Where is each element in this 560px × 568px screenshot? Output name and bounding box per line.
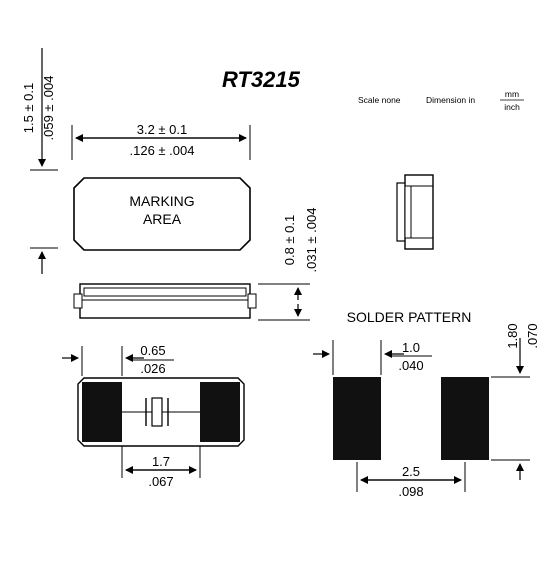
height-mm-label: 1.5 ± 0.1	[21, 83, 36, 134]
pad-width-mm-label: 1.0	[402, 340, 420, 355]
crystal-symbol	[151, 397, 163, 427]
length-dimension: 3.2 ± 0.1 .126 ± .004	[71, 122, 251, 160]
thickness-inch-label: .031 ± .004	[304, 208, 319, 273]
length-inch-label: .126 ± .004	[130, 143, 195, 158]
inner-inch-label: .067	[148, 474, 173, 489]
right-terminal	[200, 382, 240, 442]
length-mm-label: 3.2 ± 0.1	[137, 122, 188, 137]
front-view	[73, 283, 257, 319]
drawing-title: RT3215	[222, 67, 301, 92]
side-view	[396, 174, 434, 250]
thickness-mm-label: 0.8 ± 0.1	[282, 215, 297, 266]
scale-note-scale: Scale none	[358, 95, 401, 105]
terminal-inch-label: .026	[140, 361, 165, 376]
solder-pad-right	[441, 377, 489, 460]
solder-pattern-title: SOLDER PATTERN	[347, 309, 472, 325]
pad-gap-mm-label: 2.5	[402, 464, 420, 479]
height-inch-label: .059 ± .004	[41, 76, 56, 141]
scale-note-unit-inch: inch	[504, 102, 520, 112]
pad-height-mm-label: 1.80	[505, 323, 520, 348]
marking-area-outline	[73, 177, 251, 251]
thickness-dimension: 0.8 ± 0.1 .031 ± .004	[258, 208, 319, 321]
inner-gap-dimension: 1.7 .067	[121, 446, 201, 489]
left-terminal	[82, 382, 122, 442]
scale-note-dimension: Dimension in	[426, 95, 475, 105]
terminal-mm-label: 0.65	[140, 343, 165, 358]
marking-label-line1: MARKING	[129, 193, 194, 209]
bottom-view	[77, 377, 245, 447]
height-dimension: 1.5 ± 0.1 .059 ± .004	[21, 48, 58, 274]
top-view: MARKING AREA	[73, 177, 251, 251]
pad-height-inch-label: .070	[525, 323, 540, 348]
pad-width-inch-label: .040	[398, 358, 423, 373]
scale-note-unit-mm: mm	[505, 89, 519, 99]
solder-pattern: SOLDER PATTERN 1.0 .040 1.80 .070 2.5 .0…	[313, 309, 540, 499]
solder-pad-left	[333, 377, 381, 460]
pad-gap-inch-label: .098	[398, 484, 423, 499]
marking-label-line2: AREA	[143, 211, 182, 227]
terminal-width-dimension: 0.65 .026	[62, 343, 174, 376]
scale-note: Scale none Dimension in mm inch	[358, 89, 524, 112]
inner-mm-label: 1.7	[152, 454, 170, 469]
